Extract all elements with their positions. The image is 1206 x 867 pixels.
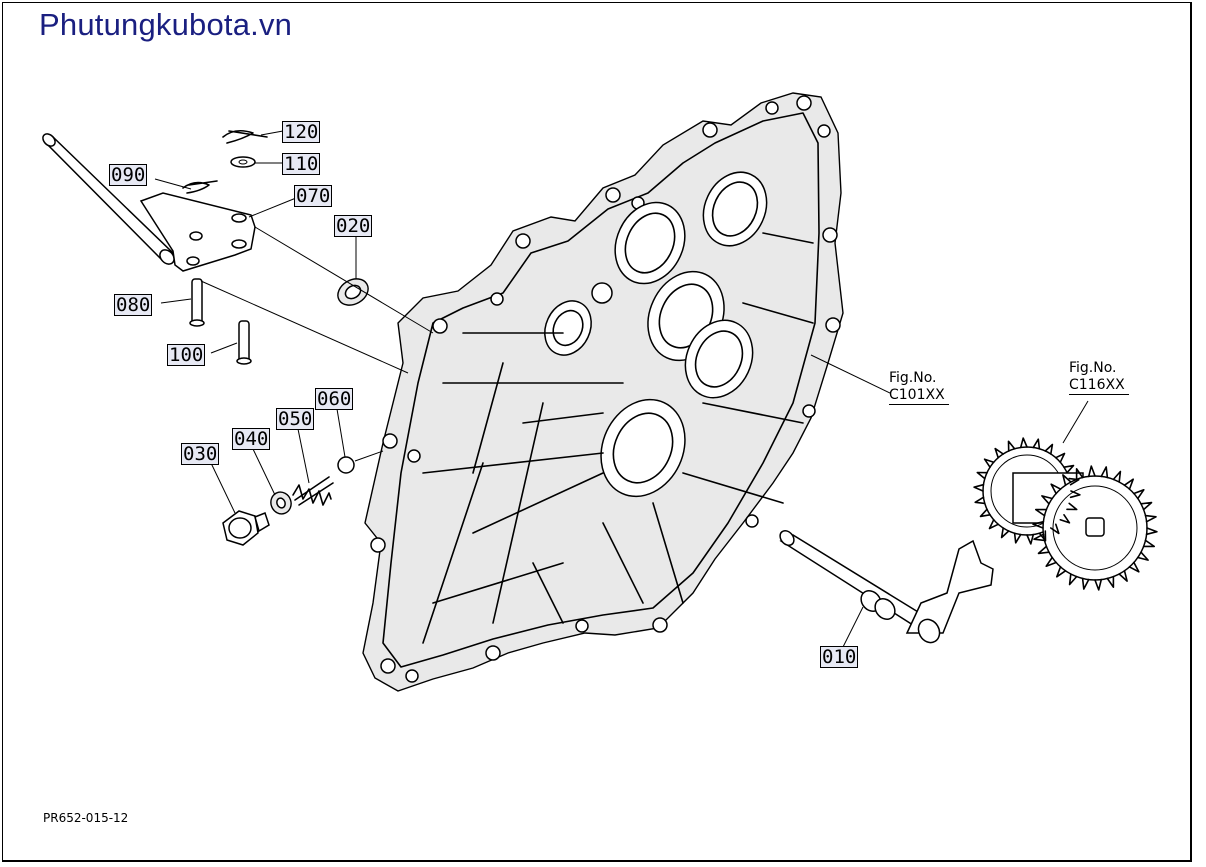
fig-ref-case-code: C101XX — [889, 387, 949, 405]
fig-ref-gear: Fig.No. C116XX — [1069, 360, 1129, 395]
gear-small-teeth — [1032, 465, 1158, 591]
fig-ref-case: Fig.No. C101XX — [889, 370, 949, 405]
gear-case-housing — [362, 92, 844, 692]
callout-060: 060 — [315, 388, 354, 410]
callout-090: 090 — [109, 164, 148, 186]
page-code: PR652-015-12 — [43, 811, 129, 825]
fig-ref-case-label: Fig.No. — [889, 370, 937, 386]
callout-120: 120 — [282, 121, 321, 143]
callout-070: 070 — [294, 185, 333, 207]
shift-fork-shaft — [779, 530, 994, 644]
callout-010: 010 — [820, 646, 859, 668]
site-title: Phutungkubota.vn — [39, 7, 293, 42]
callout-110: 110 — [282, 153, 321, 175]
callout-080: 080 — [114, 294, 153, 316]
leader-lines — [154, 130, 1089, 652]
diagram-frame: Phutungkubota.vn 120 110 090 070 020 080… — [2, 2, 1192, 862]
fig-ref-gear-code: C116XX — [1069, 377, 1129, 395]
exploded-parts-diagram — [42, 92, 1158, 692]
callout-050: 050 — [276, 408, 315, 430]
callout-040: 040 — [232, 428, 271, 450]
gear-big-teeth — [973, 437, 1081, 545]
shift-lever-assembly — [42, 129, 434, 374]
detent-assembly — [222, 450, 384, 546]
fig-ref-gear-label: Fig.No. — [1069, 360, 1117, 376]
callout-100: 100 — [167, 344, 206, 366]
callout-020: 020 — [334, 215, 373, 237]
callout-030: 030 — [181, 443, 220, 465]
